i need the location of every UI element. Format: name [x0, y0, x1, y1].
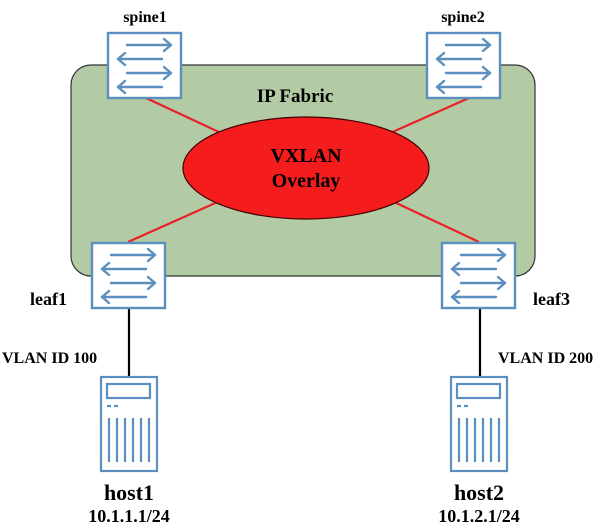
leaf3-label: leaf3 [533, 289, 570, 309]
switch-icon [440, 241, 517, 310]
spine1-label: spine1 [123, 9, 167, 26]
switch-icon [90, 241, 167, 310]
server-host2[interactable]: host2 10.1.2.1/24 [438, 375, 520, 526]
host2-label: host2 [454, 480, 504, 505]
link-leaf3-overlay [391, 200, 480, 243]
switch-icon [106, 31, 183, 100]
server-host1[interactable]: host1 10.1.1.1/24 [88, 375, 170, 526]
overlay-label-line2: Overlay [272, 170, 341, 192]
link-leaf1-overlay [127, 198, 223, 244]
server-icon [449, 375, 509, 473]
host2-ip: 10.1.2.1/24 [438, 506, 520, 526]
switch-leaf1[interactable]: leaf1 [30, 241, 167, 310]
vlan-label-host2: VLAN ID 200 [498, 350, 593, 367]
host1-ip: 10.1.1.1/24 [88, 506, 170, 526]
vlan-label-host1: VLAN ID 100 [2, 350, 97, 367]
switch-spine1[interactable]: spine1 [106, 9, 183, 100]
server-icon [99, 375, 159, 473]
vxlan-overlay [182, 116, 430, 220]
ip-fabric-label: IP Fabric [257, 86, 334, 107]
switch-leaf3[interactable]: leaf3 [440, 241, 570, 310]
switch-spine2[interactable]: spine2 [425, 9, 502, 100]
link-spine2-overlay [387, 96, 470, 136]
host1-label: host1 [104, 480, 154, 505]
overlay-label-line1: VXLAN [270, 145, 342, 167]
switch-icon [425, 31, 502, 100]
leaf1-label: leaf1 [30, 289, 67, 309]
spine2-label: spine2 [441, 9, 485, 26]
